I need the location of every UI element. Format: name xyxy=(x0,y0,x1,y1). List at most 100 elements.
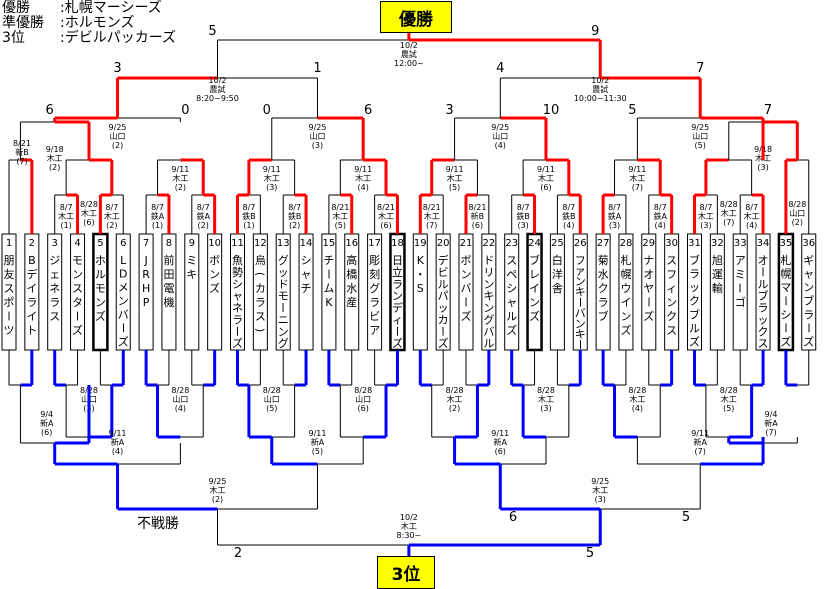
game-info-date: 8/7 xyxy=(608,203,621,212)
team-name-char: ー xyxy=(756,266,769,277)
team-name-char: 高 xyxy=(346,253,357,267)
game-info-number: (6) xyxy=(83,218,94,227)
team-name-char: 水 xyxy=(598,268,609,281)
score: 4 xyxy=(496,61,504,76)
team-name-char: ズ xyxy=(506,323,517,337)
team-name-char: ネ xyxy=(49,282,60,295)
team-name-char: オ xyxy=(758,254,769,267)
team-number: 7 xyxy=(143,238,149,249)
team-name-char: ミ xyxy=(186,254,197,267)
team-name-char: ン xyxy=(392,290,403,303)
game-info-venue: 木工 xyxy=(378,211,394,221)
team-number: 34 xyxy=(757,238,770,249)
team-name-char: バ xyxy=(461,282,472,295)
team-name-char: 舎 xyxy=(552,282,563,295)
team-name-char: ( xyxy=(253,272,266,276)
team-name-char: イ xyxy=(26,310,37,323)
game-info-venue: 木工 xyxy=(447,173,463,183)
game-info-number: (7) xyxy=(723,218,734,227)
game-info-date: 9/25 xyxy=(308,123,326,132)
team-name-char: 幌 xyxy=(620,267,631,281)
lower-game-info-venue: 木工 xyxy=(210,485,226,495)
team-name-char: ク xyxy=(598,282,609,295)
team-name-char: ズ xyxy=(529,309,540,323)
team-number: 9 xyxy=(189,238,195,249)
team-name-char: グ xyxy=(278,253,289,267)
team-name-char: 産 xyxy=(346,296,357,309)
game-info-venue: 新B xyxy=(471,211,485,221)
team-name-char: デ xyxy=(438,253,449,267)
game-info-date: 9/11 xyxy=(537,165,555,174)
team-name-char: ー xyxy=(459,297,472,308)
lower-game-info-venue: 木工 xyxy=(592,485,608,495)
team-name-char: ラ xyxy=(598,296,609,309)
team-name-char: ズ xyxy=(232,336,243,350)
team-name-char: 刻 xyxy=(369,267,380,281)
team-number: 28 xyxy=(620,238,633,249)
score: 0 xyxy=(181,103,189,118)
result-label: 準優勝 xyxy=(2,15,44,31)
team-name-char: ャ xyxy=(232,290,243,303)
team-name-char: ズ xyxy=(620,323,631,337)
game-info-venue: 鉄B xyxy=(562,211,576,221)
game-info-date: 9/11 xyxy=(171,165,189,174)
result-team: ホルモンズ xyxy=(64,15,135,31)
team-name-char: パ xyxy=(438,290,449,303)
team-number: 25 xyxy=(551,238,564,249)
team-name-char: 魚 xyxy=(232,254,243,267)
lower-game-info-date: 9/4 xyxy=(765,410,778,419)
score: 6 xyxy=(46,103,54,118)
team-name-char: ラ xyxy=(392,278,403,291)
lower-game-info-number: (6) xyxy=(358,404,369,413)
lower-game-info-date: 9/25 xyxy=(209,477,227,486)
team-name-char: ズ xyxy=(689,334,700,348)
game-info-number: (1) xyxy=(60,221,71,230)
lower-game-info-venue: 新A xyxy=(764,418,778,428)
score: 5 xyxy=(208,24,216,39)
lower-game-info-number: (5) xyxy=(266,404,277,413)
team-name-char: ギ xyxy=(803,254,814,267)
game-info-number: (4) xyxy=(358,183,369,192)
score: 3 xyxy=(445,103,453,118)
game-info-number: (4) xyxy=(495,141,506,150)
team-name-char: グ xyxy=(369,281,380,295)
team-number: 10 xyxy=(208,238,221,249)
team-number: 6 xyxy=(120,238,126,249)
game-info-number: (2) xyxy=(198,221,209,230)
team-number: 22 xyxy=(482,238,495,249)
bye-label: 不戦勝 xyxy=(137,516,179,532)
lower-game-info-number: (4) xyxy=(175,404,186,413)
game-info-number: (2) xyxy=(112,141,123,150)
lower-game-info-date: 8/28 xyxy=(720,386,738,395)
team-name-char: シ xyxy=(780,308,791,321)
team-name-char: ー xyxy=(322,269,335,280)
lower-game-info-venue: 木工 xyxy=(629,394,645,404)
team-name-char: ァ xyxy=(575,265,586,278)
team-number: 13 xyxy=(277,238,290,249)
team-name-char: 電 xyxy=(163,282,174,295)
team-name-char: ズ xyxy=(438,336,449,350)
game-info-number: (4) xyxy=(563,221,574,230)
team-name-char: ラ xyxy=(369,296,380,309)
score: 7 xyxy=(696,61,704,76)
team-name-char: ル xyxy=(483,337,494,350)
team-name-char: メ xyxy=(118,281,129,294)
lower-game-info-venue: 木工 xyxy=(447,394,463,404)
game-info-venue: 木工 xyxy=(721,208,737,218)
team-name-char: ツ xyxy=(4,324,15,337)
team-name-char: ボ xyxy=(209,254,220,267)
team-name-char: ィ xyxy=(666,282,677,295)
team-number: 36 xyxy=(802,238,815,249)
game-info-date: 9/11 xyxy=(354,165,372,174)
team-name-char: 朋 xyxy=(4,254,15,267)
team-name-char: ー xyxy=(231,326,244,337)
team-number: 32 xyxy=(711,238,724,249)
team-name-char: ン xyxy=(461,268,472,281)
team-name-char: ン xyxy=(118,295,129,308)
team-name-char: ペ xyxy=(506,268,517,281)
team-name-char: ラ xyxy=(255,296,266,309)
result-colon: : xyxy=(60,30,65,46)
lower-game-info-date: 9/11 xyxy=(109,429,127,438)
team-name-char: キ xyxy=(575,286,586,299)
team-name-char: 烏 xyxy=(255,253,266,267)
